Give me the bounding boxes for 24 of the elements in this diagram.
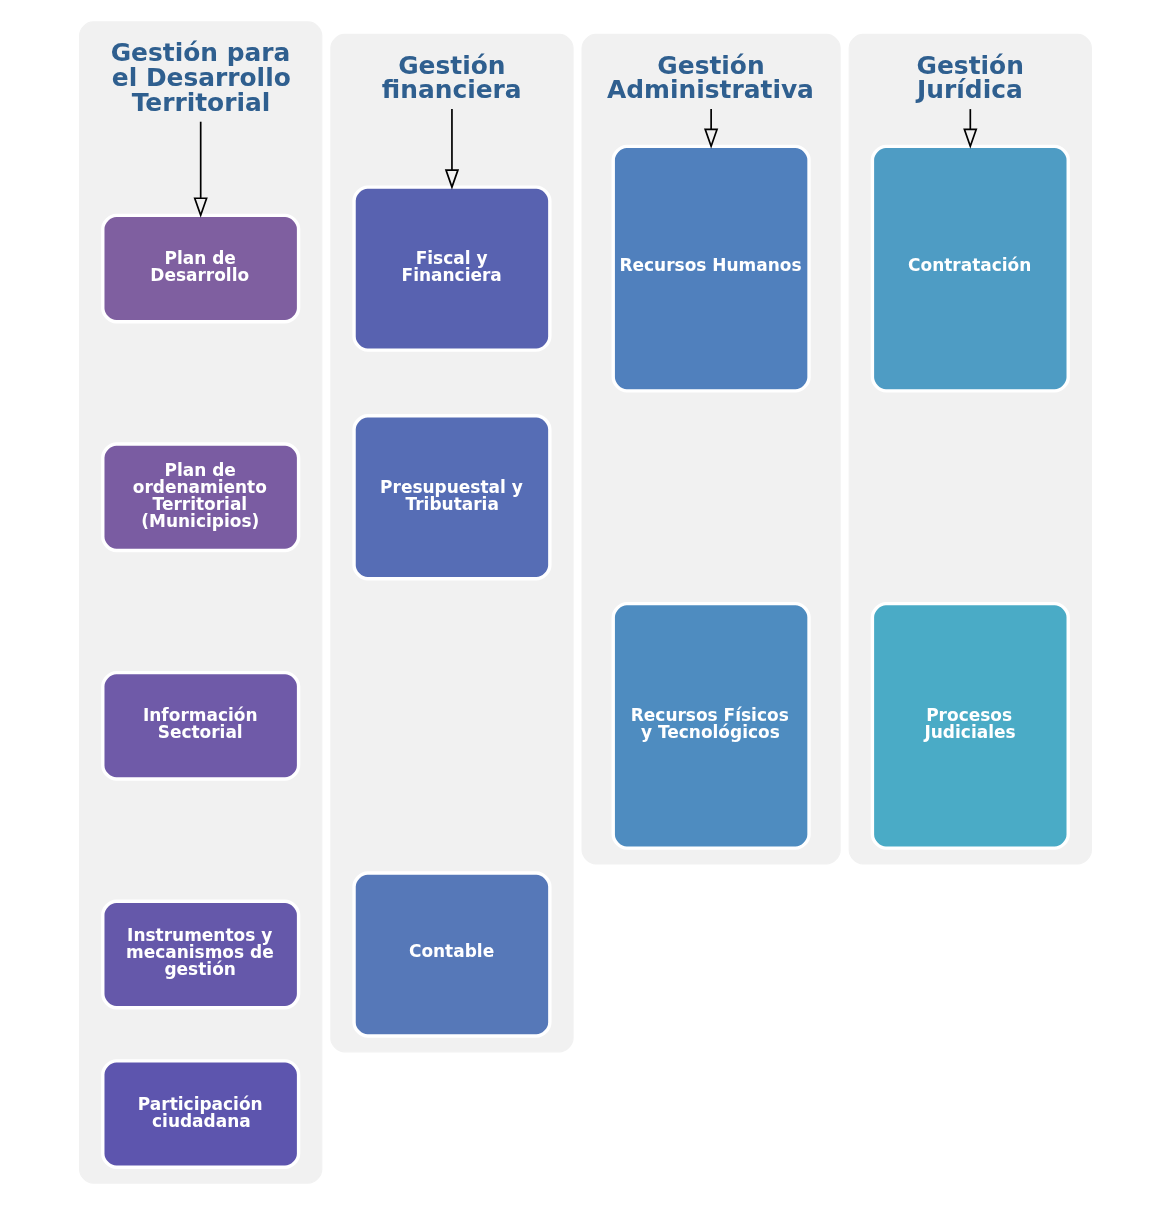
node-box: Participación ciudadana bbox=[100, 1059, 300, 1169]
node-box: Presupuestal y Tributaria bbox=[351, 414, 552, 581]
node-box: Plan de Desarrollo bbox=[100, 213, 300, 324]
arrow bbox=[444, 108, 459, 190]
arrow bbox=[962, 108, 977, 149]
node-box: Contratación bbox=[870, 144, 1070, 393]
node-box: Recursos Físicos y Tecnológicos bbox=[611, 601, 811, 850]
node-box: Plan de ordenamiento Territorial (Municipios) bbox=[100, 442, 300, 553]
cluster bbox=[329, 33, 574, 1053]
node-box: Fiscal y Financiera bbox=[351, 185, 552, 352]
node-text: Gestión para el Desarrollo Territorial bbox=[110, 38, 291, 117]
node-box: Recursos Humanos bbox=[611, 144, 811, 393]
node-box: Contable bbox=[351, 871, 552, 1038]
arrow bbox=[193, 120, 208, 218]
node-text: Gestión Jurídica bbox=[916, 50, 1024, 105]
node-box: Instrumentos y mecanismos de gestión bbox=[100, 899, 300, 1010]
cluster bbox=[581, 33, 841, 865]
cluster bbox=[78, 21, 322, 1184]
node-box: Procesos Judiciales bbox=[870, 601, 1070, 850]
arrow bbox=[703, 108, 718, 149]
node-box: Información Sectorial bbox=[100, 670, 300, 781]
node-text: Gestión financiera bbox=[381, 50, 522, 105]
cluster bbox=[848, 33, 1092, 865]
node-text: Gestión Administrativa bbox=[606, 50, 814, 105]
